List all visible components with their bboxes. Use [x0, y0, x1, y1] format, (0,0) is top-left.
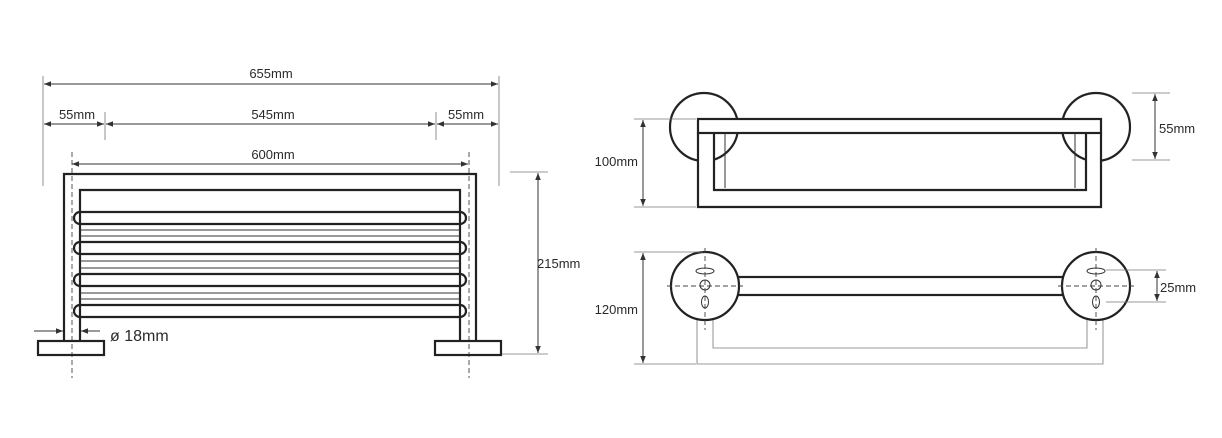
dim-rack-width: 600mm	[72, 147, 468, 167]
dim-inner-span-label: 545mm	[251, 107, 294, 122]
dim-right-margin: 55mm	[437, 107, 498, 127]
dim-rosette-diameter: 55mm	[1132, 92, 1195, 161]
dim-diameter-label: ø 18mm	[110, 328, 169, 345]
front-view: 655mm 55mm 545mm 55mm 600mm	[34, 66, 580, 378]
dim-overall-width: 655mm	[44, 66, 498, 87]
side-view: 100mm 55mm	[595, 91, 1195, 209]
shelf-top-bar	[696, 117, 1103, 135]
rail-2	[72, 240, 468, 256]
top-view: 120mm 25mm	[595, 248, 1196, 365]
dim-rosette-diameter-label: 55mm	[1159, 121, 1195, 136]
dim-right-margin-label: 55mm	[448, 107, 484, 122]
rail-4	[72, 303, 468, 319]
left-rosette-top	[667, 248, 743, 330]
dim-side-height-label: 100mm	[595, 154, 638, 169]
dim-side-height: 100mm	[595, 118, 696, 208]
rail-1	[72, 210, 468, 226]
right-foot	[433, 339, 503, 357]
dim-diameter: ø 18mm	[34, 328, 169, 345]
dim-inner-span: 545mm	[106, 107, 435, 127]
dim-top-height: 120mm	[595, 251, 703, 365]
dim-height: 215mm	[502, 171, 580, 355]
right-rosette-top	[1058, 248, 1134, 330]
dim-rack-width-label: 600mm	[251, 147, 294, 162]
left-foot	[36, 339, 106, 357]
dim-top-height-label: 120mm	[595, 302, 638, 317]
rack-frame	[36, 172, 503, 357]
rails	[72, 210, 468, 319]
dim-hole-spacing: 25mm	[1106, 269, 1196, 303]
dim-hole-spacing-label: 25mm	[1160, 280, 1196, 295]
dim-left-margin-label: 55mm	[59, 107, 95, 122]
rail-3	[72, 272, 468, 288]
top-bar	[735, 275, 1065, 297]
dim-left-margin: 55mm	[44, 107, 104, 127]
dim-overall-width-label: 655mm	[249, 66, 292, 81]
dim-height-label: 215mm	[537, 256, 580, 271]
